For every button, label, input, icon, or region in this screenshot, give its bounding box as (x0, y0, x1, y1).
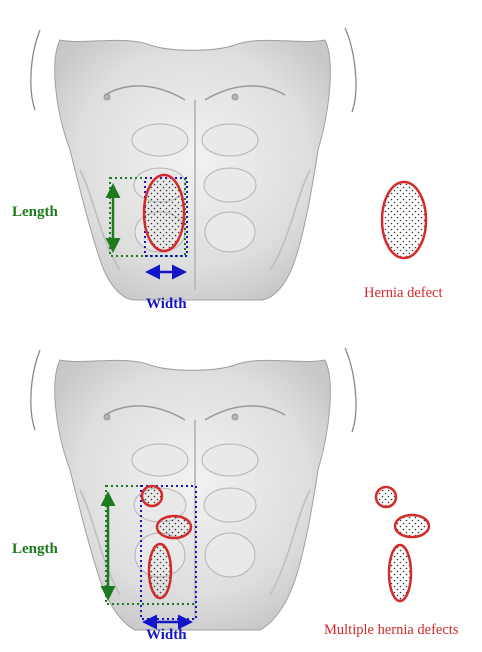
hernia-defect-tall (149, 544, 171, 598)
caption-hernia-defect: Hernia defect (364, 285, 443, 302)
hernia-defect-small (142, 486, 162, 506)
width-label-top: Width (146, 296, 187, 313)
example-defect-small (376, 487, 396, 507)
hernia-defect-medium (157, 516, 191, 538)
example-defect-medium (395, 515, 429, 537)
caption-multiple-defects: Multiple hernia defects (324, 622, 458, 639)
hernia-defect-top (144, 175, 184, 251)
example-defect-tall (389, 545, 411, 601)
length-label-top: Length (12, 204, 58, 221)
width-label-bottom: Width (146, 627, 187, 644)
hernia-defect-example (382, 182, 426, 258)
torso-bottom (31, 348, 356, 630)
length-label-bottom: Length (12, 541, 58, 558)
torso-top (31, 28, 356, 300)
